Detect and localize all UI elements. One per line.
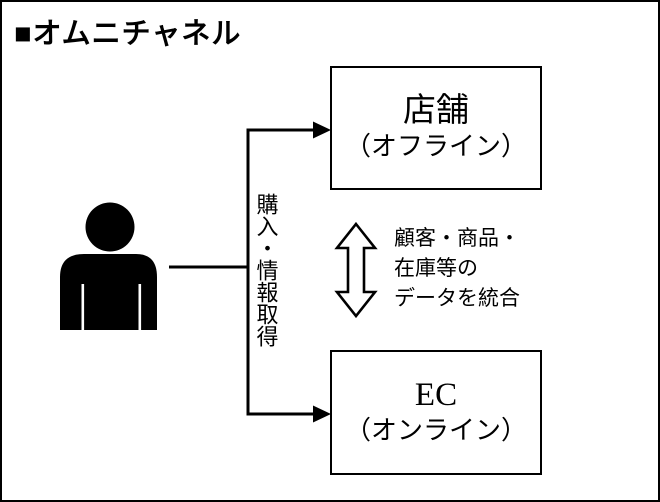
person-icon xyxy=(57,200,160,331)
ec-box: EC （オンライン） xyxy=(330,350,542,475)
purchase-info-label: 購入・情報取得 xyxy=(253,193,279,347)
store-box: 店舗 （オフライン） xyxy=(330,66,542,190)
page-title: ■オムニチャネル xyxy=(14,18,242,50)
store-box-title: 店舗 xyxy=(403,92,469,129)
integration-label: 顧客・商品・ 在庫等の データを統合 xyxy=(394,226,520,310)
ec-arrowhead-icon xyxy=(313,405,331,423)
ec-box-title: EC xyxy=(414,377,458,414)
double-vertical-arrow-icon xyxy=(334,221,378,319)
store-box-subtitle: （オフライン） xyxy=(344,131,527,161)
store-arrowhead-icon xyxy=(313,121,331,139)
ec-box-subtitle: （オンライン） xyxy=(344,416,527,446)
person-silhouette-icon xyxy=(60,202,157,330)
